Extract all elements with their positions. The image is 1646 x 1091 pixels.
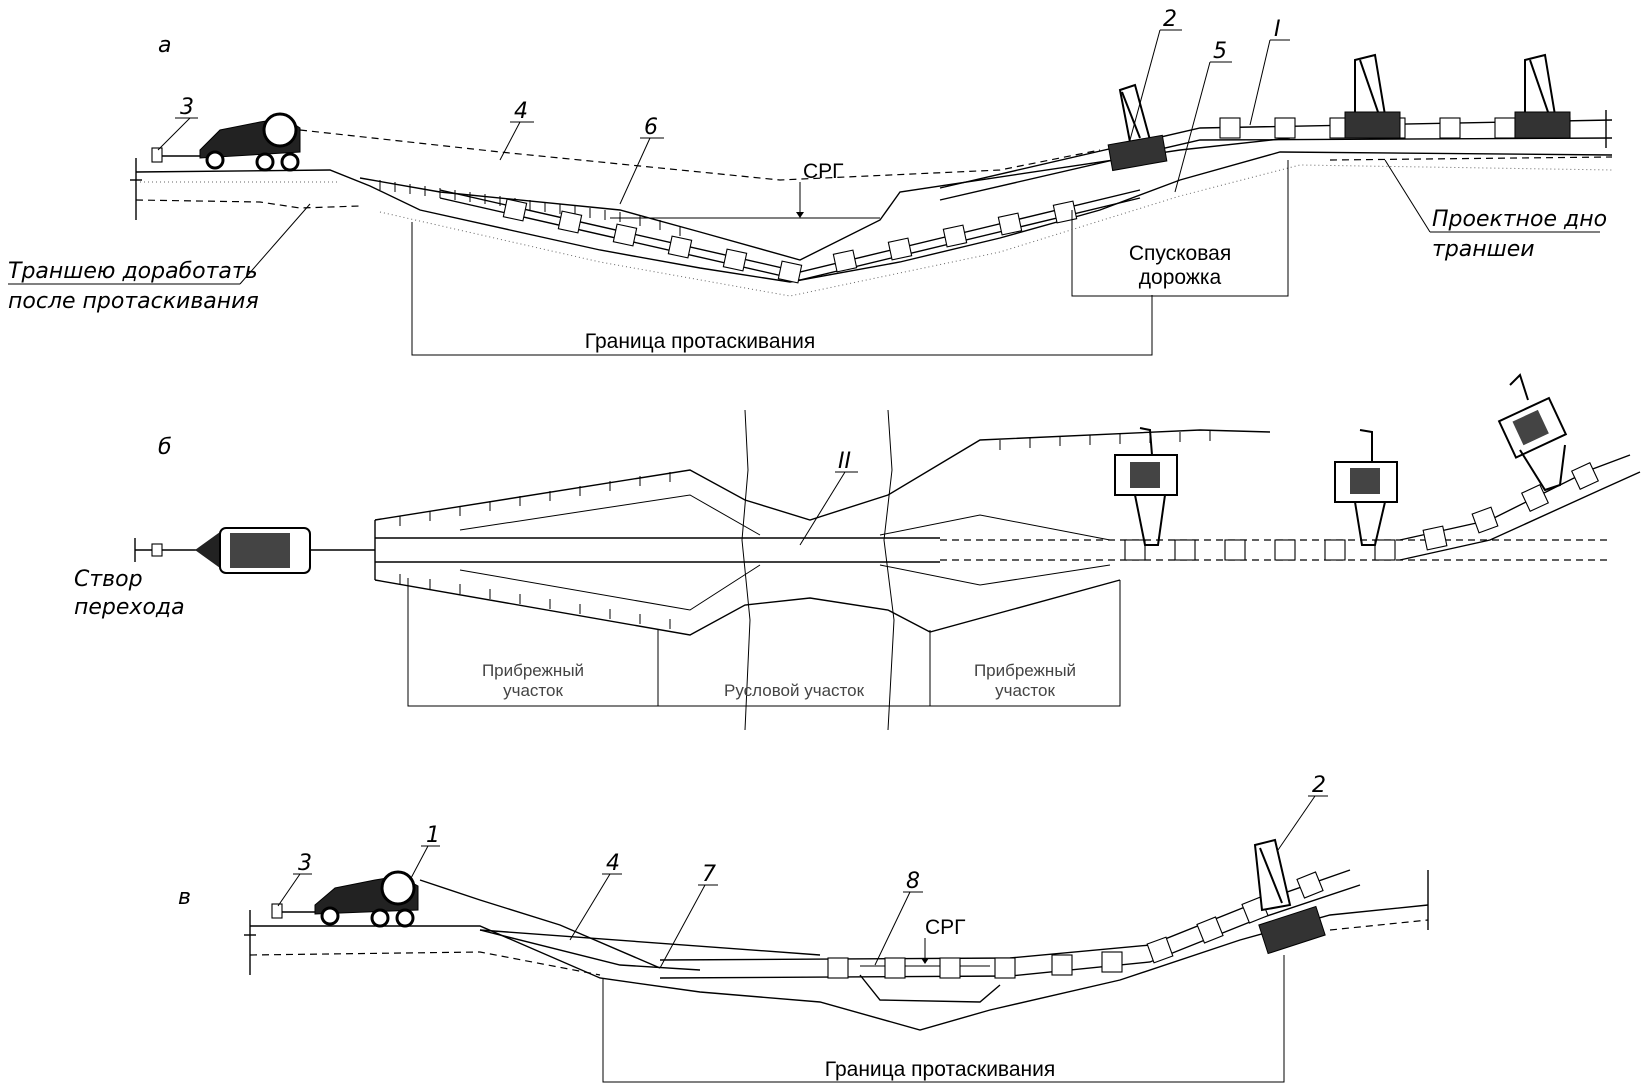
callouts-c: 3 1 4 7 8 2	[277, 773, 1328, 969]
pulling-boundary-bracket-c	[602, 955, 1285, 1083]
coastal-left-2: участок	[503, 681, 563, 700]
svg-text:1: 1	[426, 823, 440, 848]
cable-c	[419, 879, 661, 969]
pipelayer-crane-icon-c	[1253, 838, 1326, 955]
pipeline-segments-c	[827, 871, 1324, 979]
pipelayer-crane-plan-icon	[1114, 427, 1178, 546]
pipeline-launch	[939, 119, 1613, 189]
svg-text:2: 2	[1312, 773, 1326, 798]
winch-tractor-icon-c	[271, 870, 419, 928]
svg-text:4: 4	[606, 851, 620, 876]
design-bottom-line1: Проектное дно	[1432, 207, 1607, 232]
trench-note-line2: после протаскивания	[8, 289, 259, 314]
callouts-a: 2 I 5 3 4 6	[157, 7, 1290, 205]
pulling-boundary-a: Граница протаскивания	[585, 330, 815, 353]
svg-text:I: I	[1274, 17, 1281, 42]
crossing-line2: перехода	[74, 595, 185, 620]
trench-centerline	[375, 537, 940, 563]
pipelayer-crane-icon	[1344, 53, 1401, 139]
svg-text:7: 7	[702, 862, 716, 887]
panel-b: б	[74, 373, 1641, 731]
winch-tractor-icon	[151, 112, 301, 172]
coastal-left-1: Прибрежный	[482, 661, 584, 680]
winch-plan-icon	[195, 527, 311, 574]
launch-track-line2: дорожка	[1139, 266, 1222, 289]
svg-text:5: 5	[1213, 39, 1227, 64]
pipelayer-crane-plan-icon	[1497, 373, 1568, 492]
panel-c-letter: в	[178, 885, 191, 910]
srg-label-a: СРГ	[803, 160, 844, 183]
panel-a: а СРГ	[8, 7, 1613, 356]
pipelayer-crane-icon	[1514, 53, 1571, 139]
pulling-boundary-bracket-a	[411, 222, 1153, 356]
trench-inner-slopes	[459, 494, 1111, 611]
svg-text:3: 3	[298, 851, 312, 876]
svg-text:6: 6	[644, 115, 658, 140]
callout-ii: II	[838, 449, 851, 474]
svg-text:2: 2	[1163, 7, 1177, 32]
river-bank-left	[741, 409, 751, 731]
panel-a-letter: а	[158, 33, 171, 58]
channel-section: Русловой участок	[724, 681, 865, 700]
pulling-boundary-c: Граница протаскивания	[825, 1058, 1055, 1081]
trench-to-complete	[135, 199, 361, 209]
pulling-cable	[299, 129, 1101, 181]
svg-text:3: 3	[180, 95, 194, 120]
design-bottom-line2: траншеи	[1432, 237, 1535, 262]
srg-label-c: СРГ	[925, 916, 966, 939]
launch-track-line1: Спусковая	[1129, 242, 1231, 265]
coastal-right-1: Прибрежный	[974, 661, 1076, 680]
pipeline-segments-a	[502, 198, 1078, 284]
launch-track-bracket	[1071, 160, 1289, 297]
panel-c: в СРГ	[178, 773, 1429, 1083]
river-bank-right	[883, 409, 895, 731]
coastal-right-2: участок	[995, 681, 1055, 700]
pipelayer-crane-icon	[1107, 83, 1168, 172]
ground-surface	[135, 151, 1613, 283]
section-brackets	[407, 578, 1121, 707]
pipeline-plan	[940, 539, 1610, 561]
soil-hatch	[136, 164, 1613, 297]
trench-note-line1: Траншею доработать	[8, 259, 258, 284]
crossing-line1: Створ	[74, 567, 143, 592]
trench-inner-c	[859, 974, 1001, 1003]
svg-text:8: 8	[906, 869, 920, 894]
design-trench-bottom-dash	[1329, 156, 1613, 161]
pipelayer-crane-plan-icon	[1334, 429, 1398, 546]
pipeline-segments-plan	[1124, 461, 1600, 561]
plan-slope-ticks	[399, 431, 1211, 629]
panel-b-letter: б	[158, 435, 172, 460]
svg-text:4: 4	[514, 99, 528, 124]
